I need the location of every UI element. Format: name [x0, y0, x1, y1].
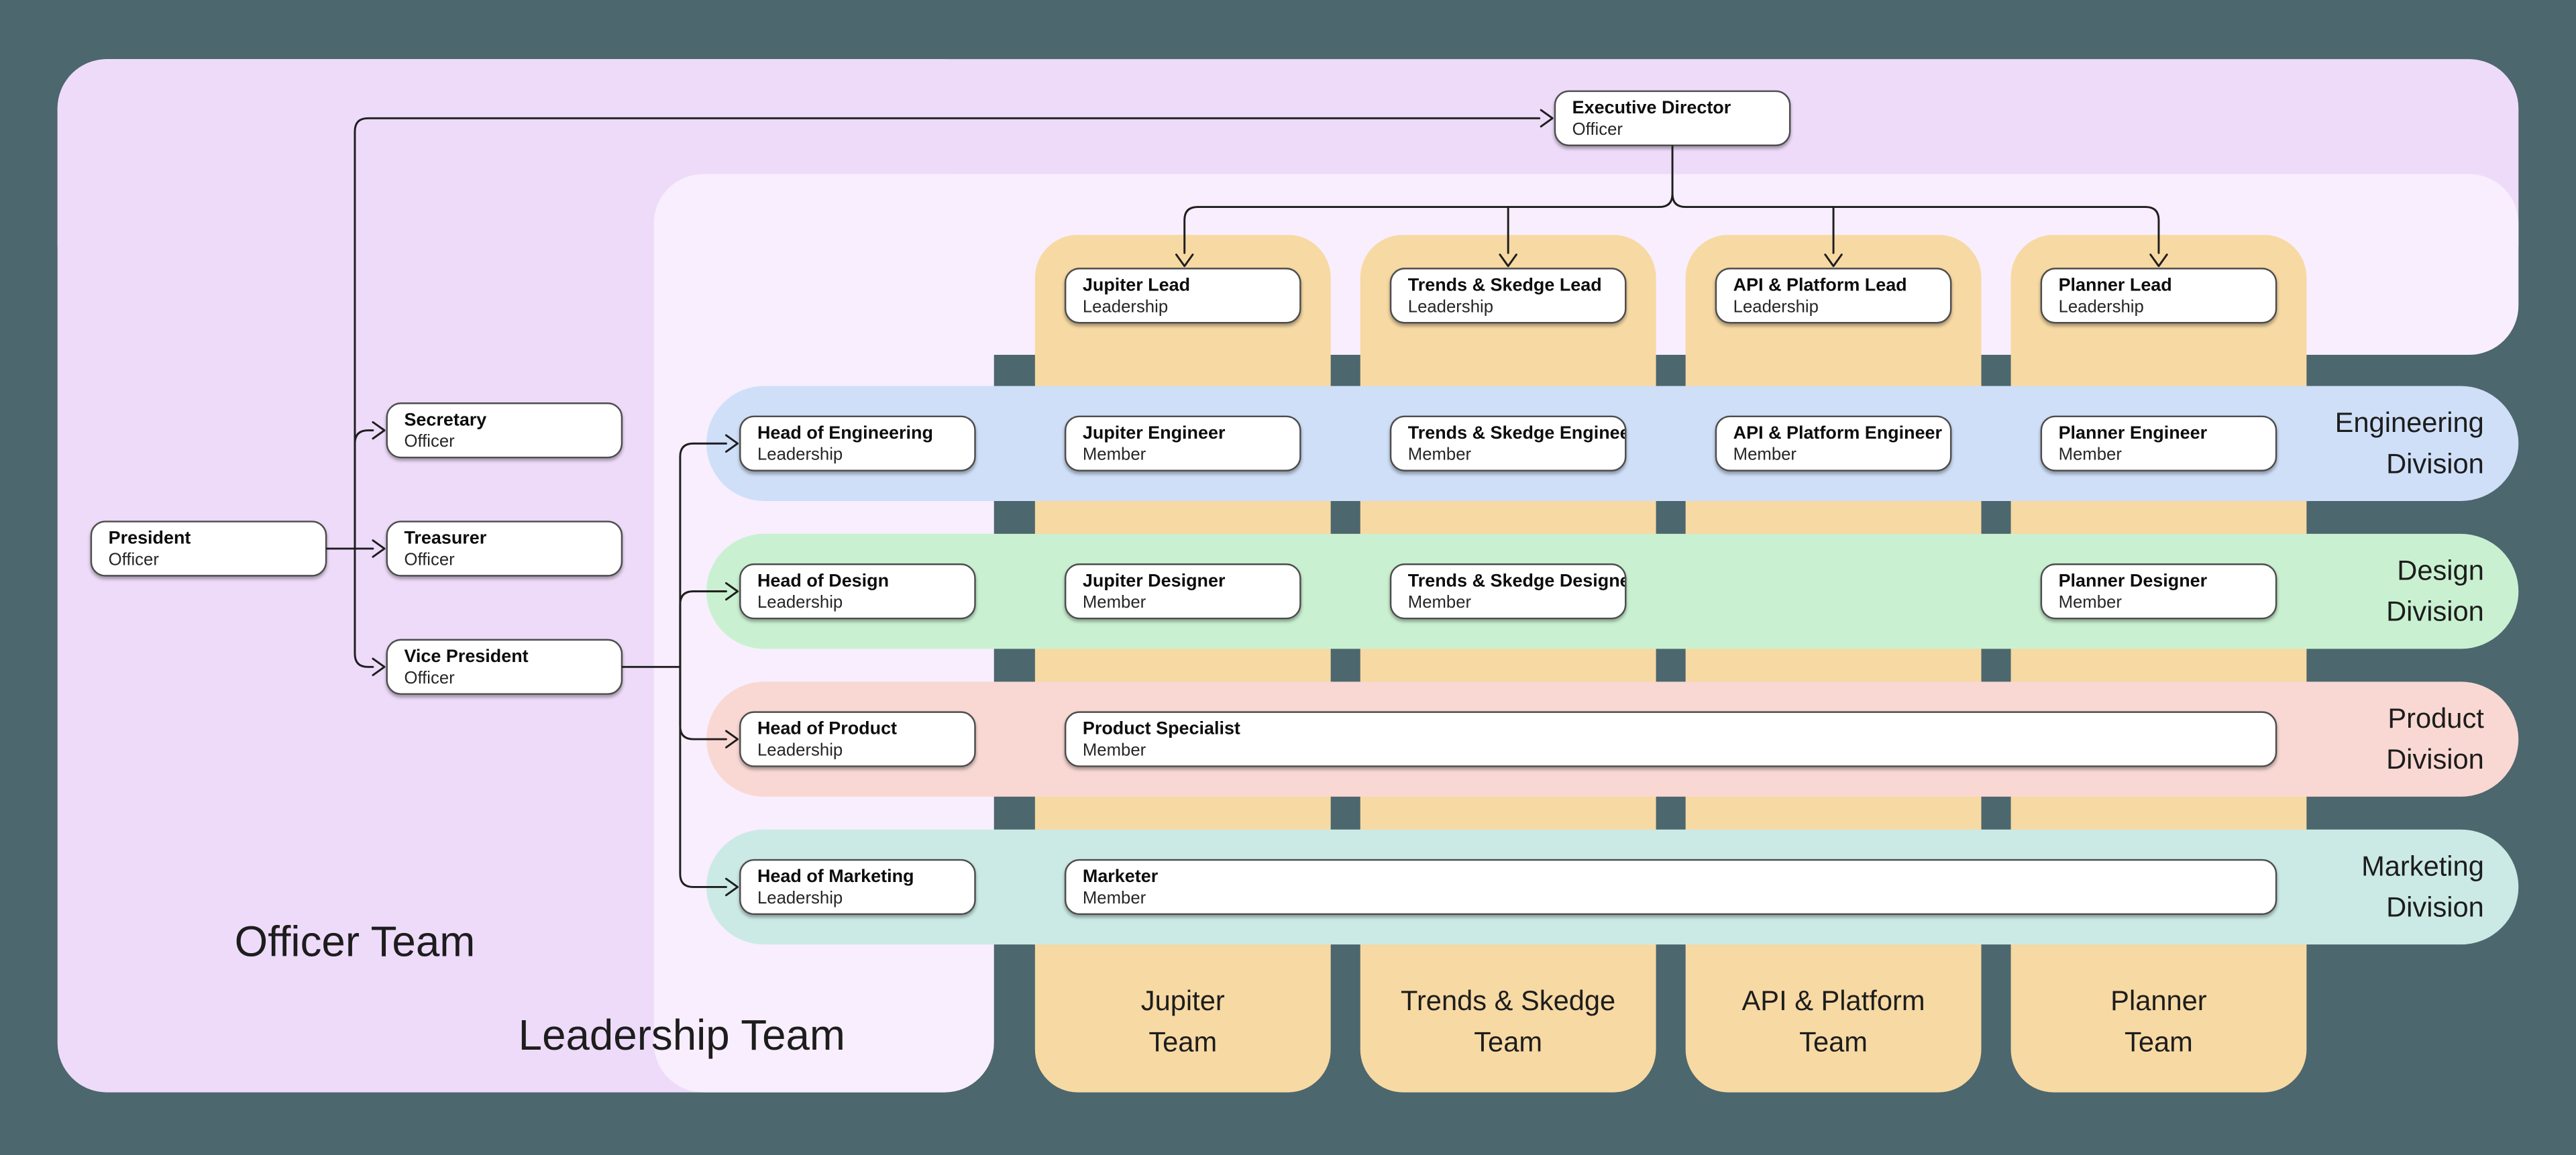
team-label-line1: Trends & Skedge: [1401, 985, 1616, 1017]
team-column-jupiter: [1034, 235, 1331, 1093]
node-title: Product Specialist: [1082, 719, 1240, 740]
node-subtitle: Member: [2058, 445, 2122, 465]
node-title: Jupiter Designer: [1082, 571, 1226, 592]
team-label-trends-skedge: Trends & Skedge Team: [1360, 981, 1656, 1062]
team-label-line2: Team: [1148, 1026, 1218, 1058]
node-title: Executive Director: [1572, 98, 1731, 119]
node-title: Marketer: [1082, 867, 1159, 887]
node-subtitle: Leadership: [1082, 297, 1169, 317]
division-label-line2: Division: [2386, 596, 2484, 628]
team-label-jupiter: Jupiter Team: [1035, 981, 1331, 1062]
division-label-engineering: Engineering Division: [2090, 386, 2484, 501]
division-label-line1: Marketing: [2361, 850, 2484, 883]
node-api-platform-lead[interactable]: API & Platform Lead Leadership: [1715, 268, 1952, 324]
node-subtitle: Member: [1082, 740, 1146, 761]
node-title: Trends & Skedge Lead: [1407, 276, 1602, 296]
node-planner-lead[interactable]: Planner Lead Leadership: [2040, 268, 2277, 324]
node-president[interactable]: President Officer: [90, 520, 327, 577]
team-label-line1: Jupiter: [1140, 985, 1225, 1017]
node-title: Planner Designer: [2058, 571, 2208, 592]
node-subtitle: Leadership: [1407, 297, 1494, 317]
node-secretary[interactable]: Secretary Officer: [386, 402, 623, 459]
division-label-line1: Design: [2397, 555, 2484, 587]
team-label-line1: API & Platform: [1741, 985, 1925, 1017]
node-title: API & Platform Engineer: [1733, 423, 1943, 444]
node-subtitle: Officer: [1572, 119, 1623, 140]
division-label-line2: Division: [2386, 744, 2484, 775]
division-label-design: Design Division: [2090, 534, 2484, 649]
node-title: Trends & Skedge Engineer: [1407, 423, 1627, 444]
node-subtitle: Member: [1733, 445, 1796, 465]
team-column-trends-skedge: [1360, 235, 1656, 1093]
node-subtitle: Member: [2058, 593, 2122, 613]
node-title: Head of Marketing: [757, 867, 914, 887]
node-title: Planner Engineer: [2058, 423, 2208, 444]
node-subtitle: Leadership: [1733, 297, 1819, 317]
node-subtitle: Leadership: [757, 445, 843, 465]
team-label-line1: Planner: [2110, 985, 2207, 1017]
node-jupiter-lead[interactable]: Jupiter Lead Leadership: [1064, 268, 1301, 324]
team-label-planner: Planner Team: [2011, 981, 2307, 1062]
division-label-line2: Division: [2386, 891, 2484, 924]
team-label-line2: Team: [1474, 1026, 1543, 1058]
node-subtitle: Member: [1082, 593, 1146, 613]
node-api-platform-engineer[interactable]: API & Platform Engineer Member: [1715, 415, 1952, 472]
division-label-line1: Engineering: [2334, 407, 2484, 439]
node-planner-designer[interactable]: Planner Designer Member: [2040, 563, 2277, 620]
node-title: Head of Design: [757, 571, 890, 592]
node-trends-skedge-engineer[interactable]: Trends & Skedge Engineer Member: [1389, 415, 1627, 472]
node-treasurer[interactable]: Treasurer Officer: [386, 520, 623, 577]
team-column-api-platform: [1685, 235, 1982, 1093]
node-title: Planner Lead: [2058, 276, 2172, 296]
node-vice-president[interactable]: Vice President Officer: [386, 639, 623, 695]
node-head-of-design[interactable]: Head of Design Leadership: [739, 563, 976, 620]
node-subtitle: Officer: [404, 432, 455, 452]
node-subtitle: Officer: [404, 668, 455, 689]
officer-team-label: Officer Team: [234, 916, 476, 966]
node-jupiter-designer[interactable]: Jupiter Designer Member: [1064, 563, 1301, 620]
node-planner-engineer[interactable]: Planner Engineer Member: [2040, 415, 2277, 472]
node-title: Trends & Skedge Designer: [1407, 571, 1627, 592]
node-title: Head of Product: [757, 719, 898, 740]
team-column-planner: [2010, 235, 2307, 1093]
node-product-specialist[interactable]: Product Specialist Member: [1064, 711, 2277, 767]
node-title: Head of Engineering: [757, 423, 933, 444]
leadership-team-label: Leadership Team: [518, 1010, 845, 1060]
team-label-line2: Team: [2125, 1026, 2193, 1058]
node-trends-skedge-lead[interactable]: Trends & Skedge Lead Leadership: [1389, 268, 1627, 324]
node-subtitle: Leadership: [757, 888, 843, 909]
node-head-of-engineering[interactable]: Head of Engineering Leadership: [739, 415, 976, 472]
node-subtitle: Member: [1407, 445, 1472, 465]
node-subtitle: Member: [1407, 593, 1472, 613]
node-trends-skedge-designer[interactable]: Trends & Skedge Designer Member: [1389, 563, 1627, 620]
node-head-of-marketing[interactable]: Head of Marketing Leadership: [739, 859, 976, 916]
node-subtitle: Leadership: [757, 593, 843, 613]
node-executive-director[interactable]: Executive Director Officer: [1554, 90, 1791, 146]
node-title: Jupiter Engineer: [1082, 423, 1226, 444]
node-subtitle: Member: [1082, 445, 1146, 465]
division-label-line1: Product: [2387, 703, 2484, 734]
node-title: President: [108, 529, 191, 549]
team-label-api-platform: API & Platform Team: [1686, 981, 1982, 1062]
division-label-line2: Division: [2386, 448, 2484, 480]
node-title: Jupiter Lead: [1082, 276, 1191, 296]
node-jupiter-engineer[interactable]: Jupiter Engineer Member: [1064, 415, 1301, 472]
node-title: API & Platform Lead: [1733, 276, 1907, 296]
node-title: Secretary: [404, 410, 487, 431]
node-title: Vice President: [404, 647, 529, 667]
node-title: Treasurer: [404, 529, 487, 549]
node-head-of-product[interactable]: Head of Product Leadership: [739, 711, 976, 767]
division-label-marketing: Marketing Division: [2090, 830, 2484, 944]
node-marketer[interactable]: Marketer Member: [1064, 859, 2277, 916]
team-label-line2: Team: [1799, 1026, 1868, 1058]
node-subtitle: Leadership: [757, 740, 843, 761]
node-subtitle: Member: [1082, 888, 1146, 909]
node-subtitle: Leadership: [2058, 297, 2144, 317]
division-label-product: Product Division: [2090, 681, 2484, 796]
node-subtitle: Officer: [404, 550, 455, 570]
node-subtitle: Officer: [108, 550, 159, 570]
